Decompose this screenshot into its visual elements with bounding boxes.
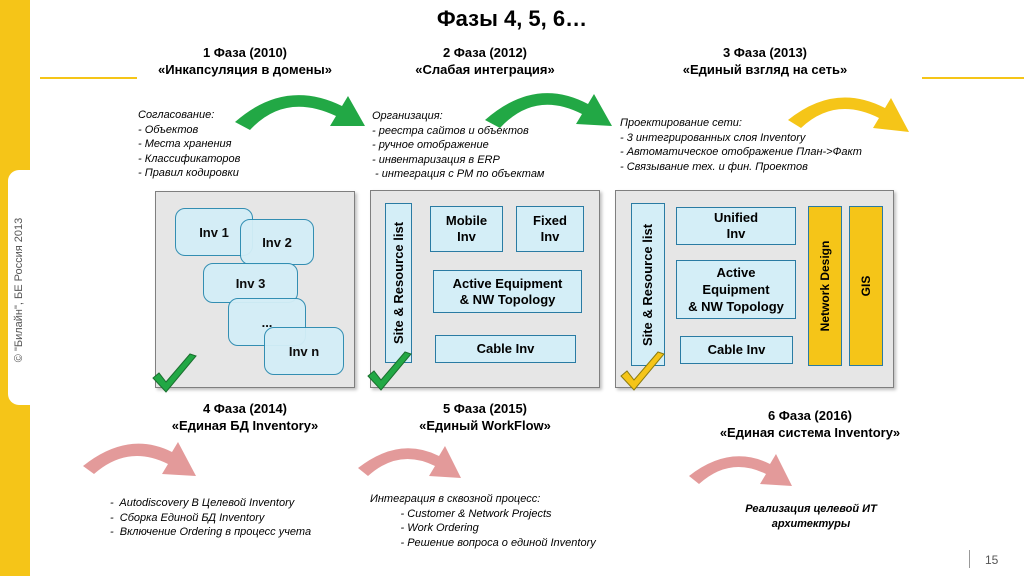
phase-1-notes: Согласование: - Объектов - Места хранени… xyxy=(138,109,241,179)
phase-1-header: 1 Фаза (2010) «Инкапсуляция в домены» xyxy=(130,44,360,78)
site-resource-label-3: Site & Resource list xyxy=(640,223,655,346)
pink-arrow-3-icon xyxy=(689,454,792,486)
active-equipment-box-3: Active Equipment & NW Topology xyxy=(676,260,796,319)
inv-n-box: Inv n xyxy=(264,327,344,375)
checkmark-green-1-icon xyxy=(152,353,197,393)
phase-5-header: 5 Фаза (2015) «Единый WorkFlow» xyxy=(370,400,600,434)
gis-label: GIS xyxy=(859,275,873,297)
page-number-separator xyxy=(969,550,970,568)
phase-4-notes: - Autodiscovery В Целевой Inventory - Сб… xyxy=(110,497,312,538)
checkmark-green-2-icon xyxy=(367,351,412,391)
divider-line-left xyxy=(40,77,137,79)
phase-2-header: 2 Фаза (2012) «Слабая интеграция» xyxy=(370,44,600,78)
green-arrow-2-icon xyxy=(485,93,612,128)
phase-5-subtitle: «Единый WorkFlow» xyxy=(419,418,551,433)
site-resource-box-3: Site & Resource list xyxy=(631,203,665,366)
gis-box: GIS xyxy=(849,206,883,366)
unified-inv-box: Unified Inv xyxy=(676,207,796,245)
fixed-inv-box: Fixed Inv xyxy=(516,206,584,252)
phase-1-subtitle: «Инкапсуляция в домены» xyxy=(158,62,332,77)
green-arrow-1-icon xyxy=(235,95,365,130)
inv-2-box: Inv 2 xyxy=(240,219,314,265)
phase-3-notes: Проектирование сети: - 3 интегрированных… xyxy=(620,117,862,173)
phase-1-title: 1 Фаза (2010) xyxy=(202,45,288,60)
phase-3-subtitle: «Единый взгляд на сеть» xyxy=(682,62,848,77)
pink-arrow-1-icon xyxy=(83,442,196,476)
phase-4-header: 4 Фаза (2014) «Единая БД Inventory» xyxy=(130,400,360,434)
mobile-inv-box: Mobile Inv xyxy=(430,206,503,252)
checkmark-yellow-icon xyxy=(620,351,665,391)
cable-inv-box-2: Cable Inv xyxy=(435,335,576,363)
phase-2-title: 2 Фаза (2012) xyxy=(442,45,528,60)
active-equipment-box-2: Active Equipment & NW Topology xyxy=(433,270,582,313)
phase-2-notes: Организация: - реестра сайтов и объектов… xyxy=(372,110,545,180)
pink-arrow-2-icon xyxy=(358,446,461,478)
cable-inv-box-3: Cable Inv xyxy=(680,336,793,364)
sidebar-tab xyxy=(8,170,30,405)
phase-6-title: 6 Фаза (2016) xyxy=(767,408,853,423)
yellow-arrow-icon xyxy=(788,97,909,132)
divider-line-right xyxy=(922,77,1024,79)
phase-3-title: 3 Фаза (2013) xyxy=(722,45,808,60)
site-resource-label-2: Site & Resource list xyxy=(390,221,406,345)
network-design-box: Network Design xyxy=(808,206,842,366)
phase-2-subtitle: «Слабая интеграция» xyxy=(415,62,555,77)
page-number: 15 xyxy=(985,553,999,567)
network-design-label: Network Design xyxy=(818,240,832,332)
phase-6-header: 6 Фаза (2016) «Единая система Inventory» xyxy=(690,407,930,441)
phase-3-header: 3 Фаза (2013) «Единый взгляд на сеть» xyxy=(640,44,890,78)
phase-5-notes: Интеграция в сквозной процесс: - Custome… xyxy=(370,493,596,549)
phase-5-title: 5 Фаза (2015) xyxy=(442,401,528,416)
site-resource-box-2: Site & Resource list xyxy=(385,203,412,363)
phase-6-notes: Реализация целевой ИТ архитектуры xyxy=(745,503,877,530)
phase-4-subtitle: «Единая БД Inventory» xyxy=(171,418,319,433)
phase-6-subtitle: «Единая система Inventory» xyxy=(719,425,901,440)
copyright-text: © "Билайн", БЕ Россия 2013 xyxy=(13,217,25,363)
page-title: Фазы 4, 5, 6… xyxy=(436,6,588,31)
inv-3-box: Inv 3 xyxy=(203,263,298,303)
phase-4-title: 4 Фаза (2014) xyxy=(202,401,288,416)
